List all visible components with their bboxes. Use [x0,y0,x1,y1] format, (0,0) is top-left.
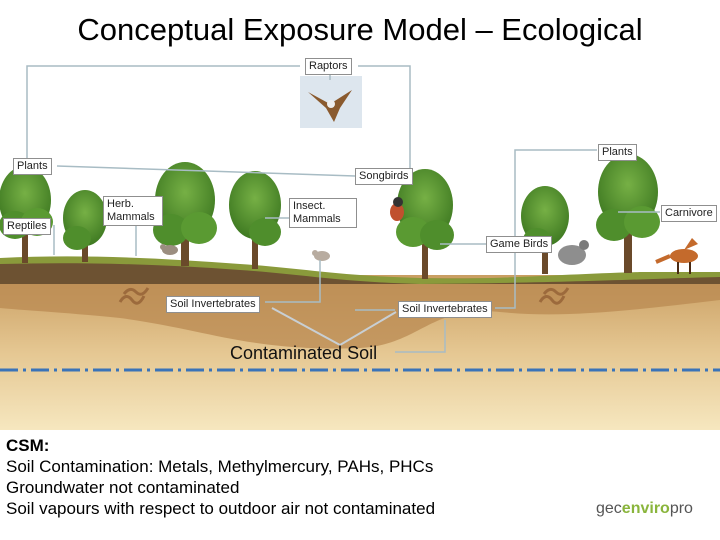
carnivore-icon [656,238,698,274]
logo-part-1: gec [596,500,622,517]
songbird-icon [390,197,404,221]
csm-summary: CSM: Soil Contamination: Metals, Methylm… [6,435,435,519]
company-logo: gecenviropro [596,500,693,518]
raptors-label: Raptors [305,58,352,75]
contaminated-soil-label: Contaminated Soil [230,343,377,364]
csm-heading: CSM: [6,435,435,456]
game-birds-label: Game Birds [486,236,552,253]
soil-invertebrates-left-label: Soil Invertebrates [166,296,260,313]
tree-7 [596,154,660,273]
reptiles-label: Reptiles [3,218,51,235]
plants-right-label: Plants [598,144,637,161]
tree-4 [229,171,281,269]
carnivore-label: Carnivore [661,205,717,222]
plants-left-label: Plants [13,158,52,175]
raptor-icon [300,76,362,128]
insect-mammals-label: Insect. Mammals [289,198,357,228]
herb-mammal-icon [160,244,178,255]
csm-line-vapour: Soil vapours with respect to outdoor air… [6,498,435,519]
herb-mammals-label: Herb. Mammals [103,196,163,226]
songbirds-label: Songbirds [355,168,413,185]
soil-invertebrates-right-label: Soil Invertebrates [398,301,492,318]
insect-mammal-icon [312,250,330,261]
tree-1 [0,166,53,263]
csm-line-soil: Soil Contamination: Metals, Methylmercur… [6,456,435,477]
csm-line-groundwater: Groundwater not contaminated [6,477,435,498]
logo-part-2: enviro [622,500,670,517]
tree-2 [63,190,107,262]
game-bird-icon [558,240,589,265]
logo-part-3: pro [670,500,693,517]
tree-5 [396,169,454,279]
